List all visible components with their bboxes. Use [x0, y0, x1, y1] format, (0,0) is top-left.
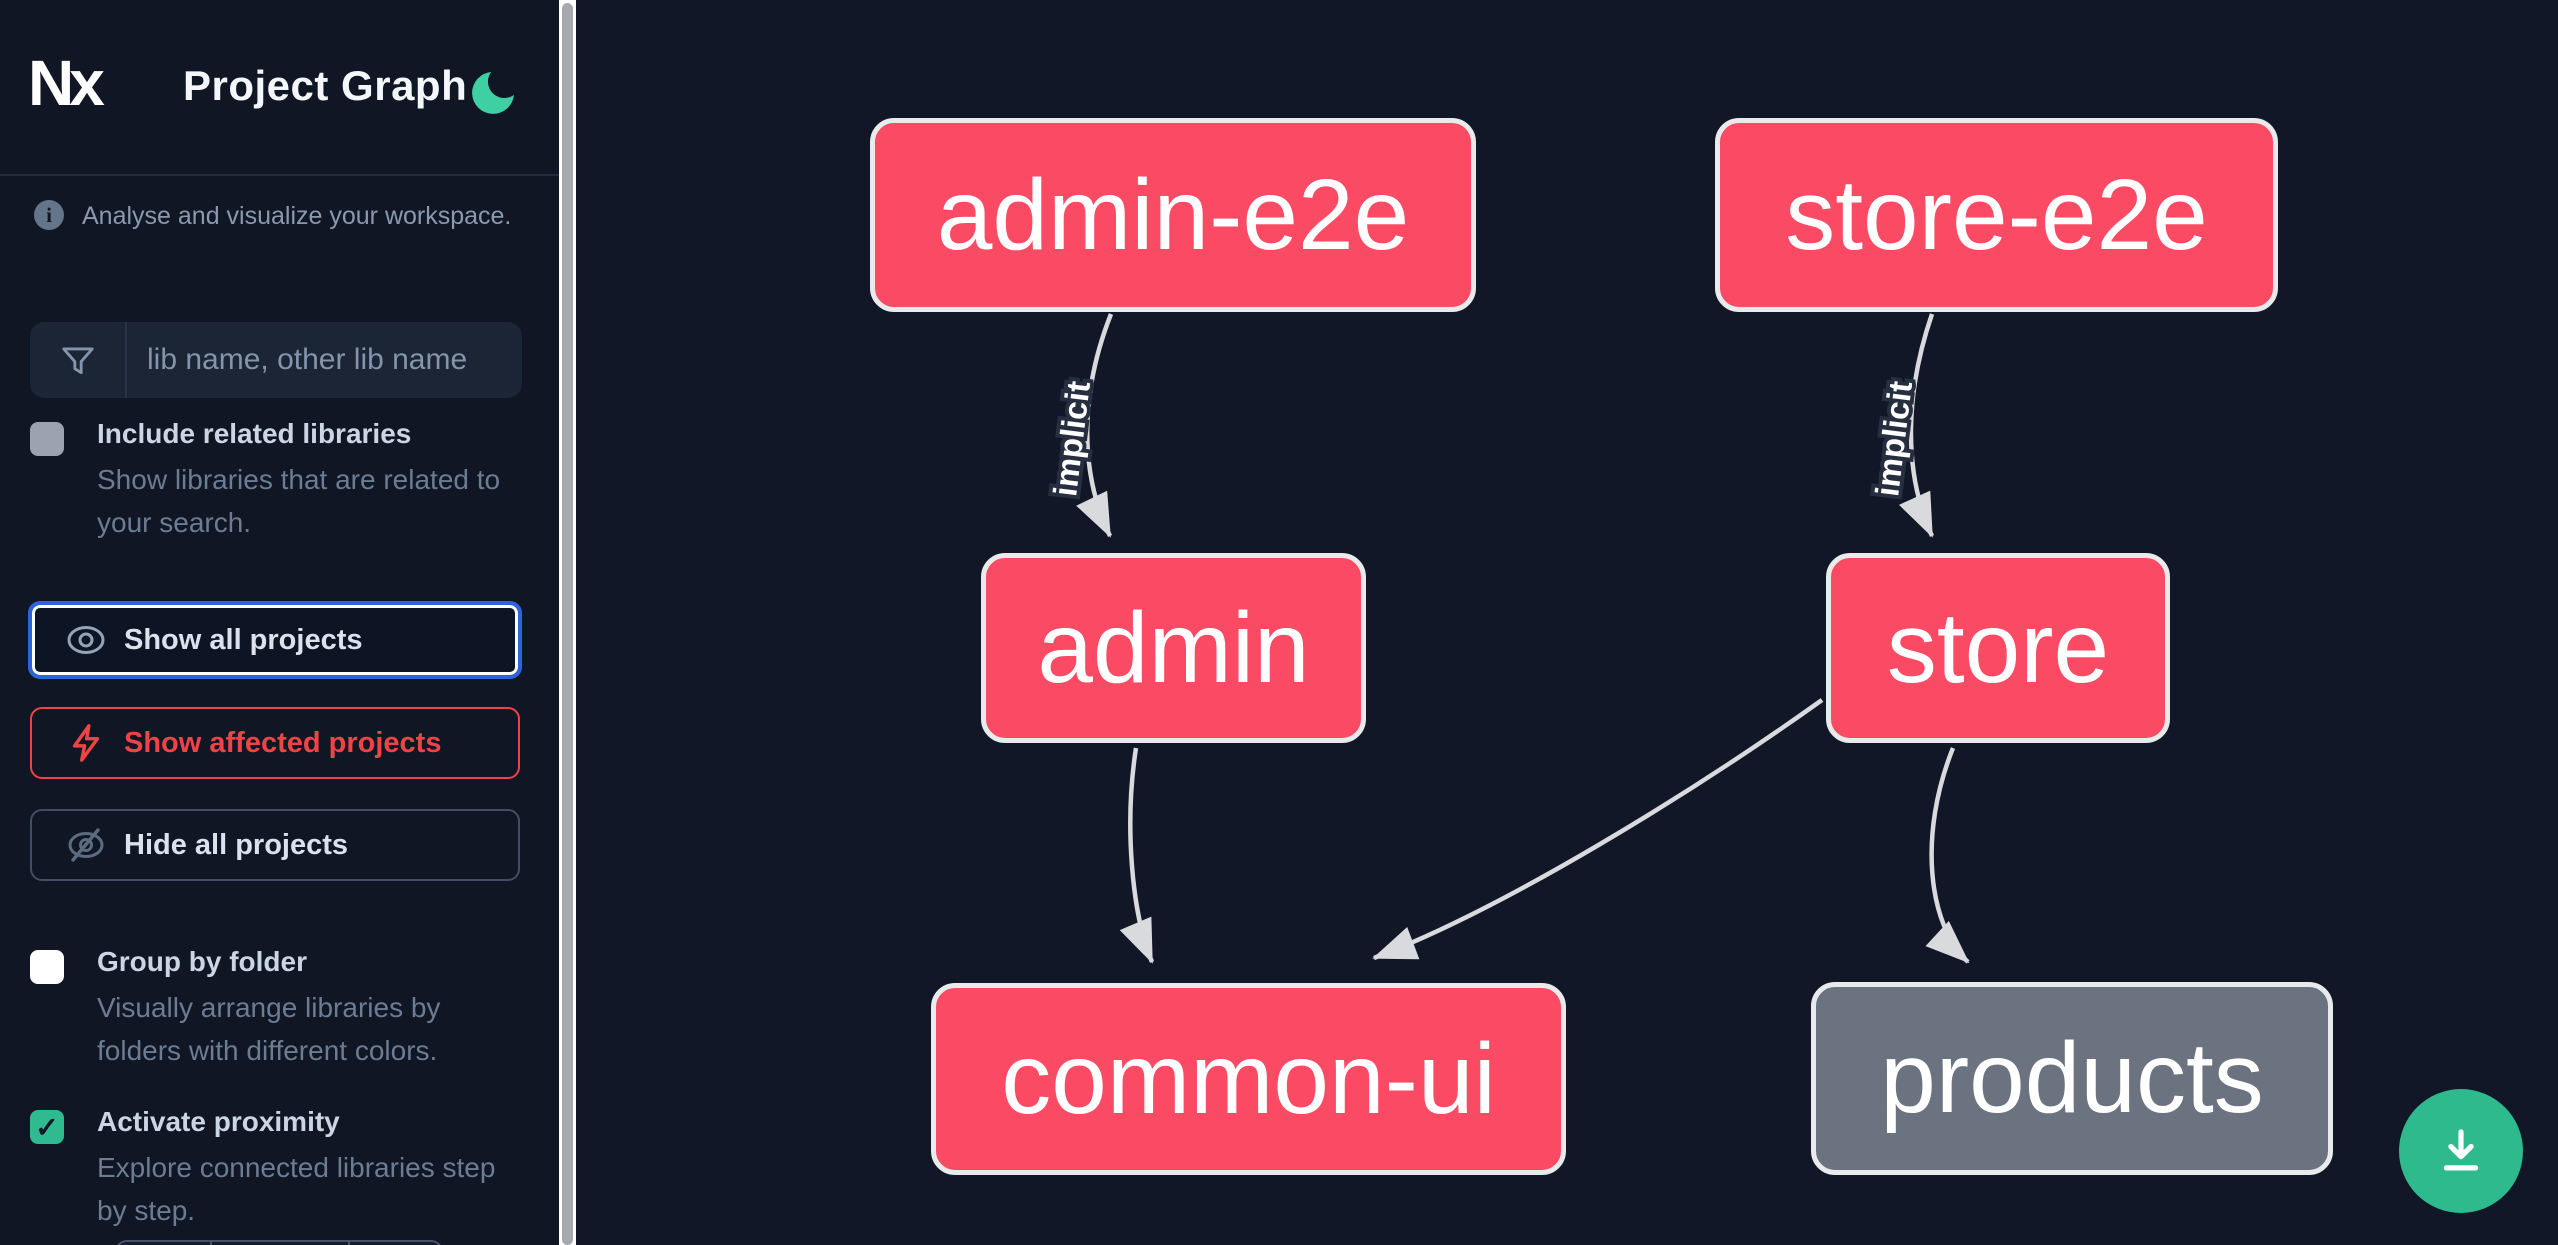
project-graph-canvas[interactable]: implicit implicit admin-e2e store-e2e ad…	[576, 0, 2558, 1245]
nx-logo-text: Nx	[28, 47, 105, 119]
eye-icon	[64, 623, 108, 657]
sidebar: Nx Project Graph i Analyse and visualize…	[0, 0, 559, 1245]
info-banner: i Analyse and visualize your workspace.	[34, 200, 534, 232]
edge-admin-e2e-admin[interactable]	[1076, 313, 1114, 538]
edge-store-common-ui[interactable]	[1372, 698, 1824, 961]
edge-label-implicit-2: implicit	[1868, 379, 1919, 498]
node-store[interactable]: store	[1826, 553, 2170, 743]
node-common-ui[interactable]: common-ui	[931, 983, 1566, 1175]
node-store-label: store	[1886, 591, 2110, 704]
edge-store-products[interactable]	[1925, 747, 1970, 964]
include-related-label: Include related libraries	[97, 418, 412, 449]
header-divider	[0, 174, 559, 176]
download-image-button[interactable]	[2399, 1089, 2523, 1213]
include-related-checkbox[interactable]	[30, 422, 64, 456]
show-all-projects-button[interactable]: Show all projects	[28, 601, 522, 679]
node-admin-e2e[interactable]: admin-e2e	[870, 118, 1476, 312]
node-admin-label: admin	[1037, 591, 1310, 704]
hide-all-projects-button[interactable]: Hide all projects	[30, 809, 520, 881]
node-common-ui-label: common-ui	[1001, 1022, 1496, 1135]
proximity-stepper-control[interactable]	[115, 1240, 443, 1245]
stepper-segment-middle[interactable]	[210, 1242, 348, 1245]
node-products[interactable]: products	[1811, 982, 2333, 1175]
search-input[interactable]	[127, 322, 553, 398]
edge-store-e2e-store[interactable]	[1898, 313, 1935, 538]
moon-icon	[472, 72, 514, 114]
include-related-description: Show libraries that are related to your …	[97, 464, 501, 538]
group-by-folder-description: Visually arrange libraries by folders wi…	[97, 992, 441, 1066]
hide-all-projects-label: Hide all projects	[124, 828, 349, 861]
group-by-folder-label: Group by folder	[97, 946, 307, 977]
info-text: Analyse and visualize your workspace.	[82, 202, 512, 230]
sidebar-scrollbar[interactable]	[559, 0, 576, 1245]
show-affected-projects-label: Show affected projects	[124, 726, 442, 759]
activate-proximity-description: Explore connected libraries step by step…	[97, 1152, 496, 1226]
search-box	[30, 322, 553, 398]
group-by-folder-checkbox[interactable]	[30, 950, 64, 984]
node-admin[interactable]: admin	[981, 553, 1366, 743]
theme-toggle-button[interactable]	[462, 62, 524, 124]
edge-admin-common-ui[interactable]	[1119, 747, 1155, 964]
filter-funnel-segment	[30, 322, 127, 398]
download-icon	[2443, 1129, 2479, 1171]
activate-proximity-checkbox[interactable]: ✓	[30, 1110, 64, 1144]
filter-funnel-icon	[61, 347, 94, 375]
node-products-label: products	[1880, 1022, 2264, 1134]
stepper-segment-right[interactable]	[348, 1242, 441, 1245]
show-affected-projects-button[interactable]: Show affected projects	[30, 707, 520, 779]
show-all-projects-label: Show all projects	[124, 623, 363, 656]
info-icon: i	[34, 200, 64, 230]
graph-edges-layer: implicit implicit	[1042, 313, 1970, 964]
node-store-e2e-label: store-e2e	[1785, 158, 2208, 271]
eye-off-icon	[64, 826, 108, 864]
scrollbar-thumb[interactable]	[562, 3, 573, 1245]
node-admin-e2e-label: admin-e2e	[936, 158, 1410, 271]
activate-proximity-label: Activate proximity	[97, 1106, 340, 1137]
node-store-e2e[interactable]: store-e2e	[1715, 118, 2278, 312]
page-title: Project Graph	[183, 62, 468, 109]
nx-logo[interactable]: Nx	[28, 47, 148, 119]
app-header: Nx Project Graph	[0, 0, 559, 174]
checkmark-icon: ✓	[35, 1111, 59, 1143]
bolt-icon	[64, 723, 108, 763]
